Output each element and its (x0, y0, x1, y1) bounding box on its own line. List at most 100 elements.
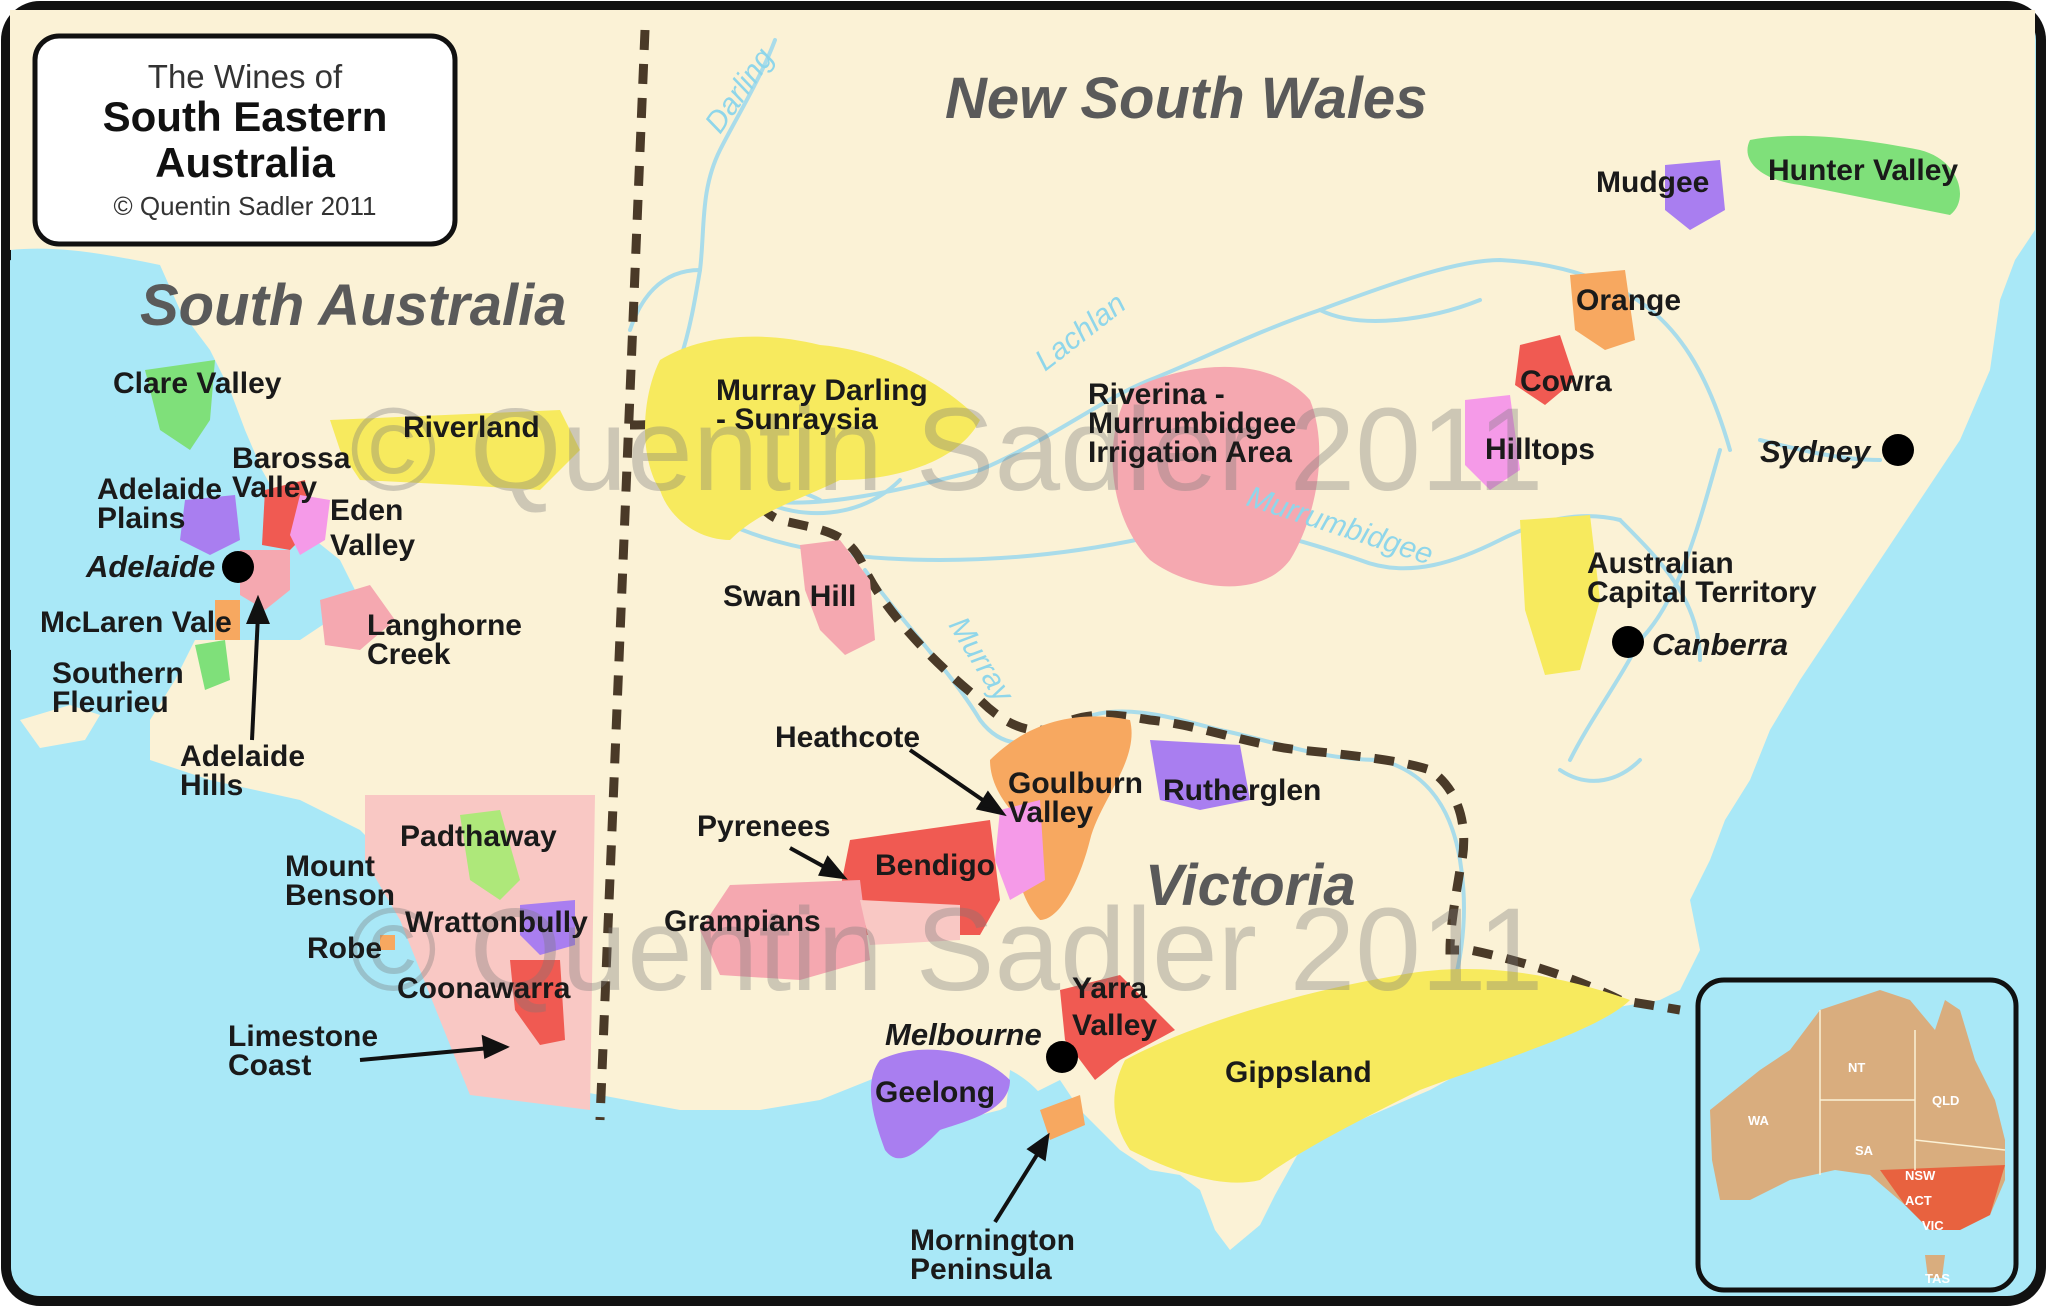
label-orange: Orange (1576, 284, 1681, 317)
label-padthaway: Padthaway (400, 820, 557, 853)
title-box: The Wines of South Eastern Australia © Q… (32, 33, 458, 247)
label-coonawarra: Coonawarra (397, 972, 571, 1005)
label-limestone-1: Limestone (228, 1020, 378, 1053)
label-gippsland: Gippsland (1225, 1056, 1372, 1089)
label-swan-hill: Swan Hill (723, 580, 856, 613)
region-heathcote (995, 800, 1045, 900)
title-line-1: The Wines of (148, 58, 343, 95)
city-label-adelaide: Adelaide (85, 549, 215, 584)
label-grampians: Grampians (664, 905, 821, 938)
inset-label-vic: VIC (1922, 1218, 1944, 1233)
label-mudgee: Mudgee (1596, 166, 1709, 199)
region-grampians (700, 880, 870, 980)
region-murray-darling (645, 336, 980, 540)
label-murray-darling-1: Murray Darling (716, 374, 928, 407)
region-mornington-peninsula (1040, 1095, 1085, 1140)
label-clare-valley: Clare Valley (113, 367, 282, 400)
region-robe (380, 935, 395, 950)
region-clare-valley (145, 360, 215, 450)
label-limestone-2: Coast (228, 1049, 311, 1082)
region-yarra-valley (1060, 975, 1175, 1080)
label-goulburn-2: Valley (1008, 796, 1093, 829)
region-southern-fleurieu (195, 640, 230, 690)
title-line-2: South Eastern (103, 93, 388, 140)
label-adelaide-hills-1: Adelaide (180, 740, 305, 773)
label-act-2: Capital Territory (1587, 576, 1817, 609)
label-riverina-2: Murrumbidgee (1088, 407, 1296, 440)
label-geelong: Geelong (875, 1076, 995, 1109)
region-hunter-valley (1747, 135, 1960, 215)
region-pyrenees (860, 900, 960, 945)
inset-label-act: ACT (1905, 1193, 1932, 1208)
inset-label-nsw: NSW (1905, 1168, 1936, 1183)
state-name-sa: South Australia (140, 273, 566, 338)
city-label-canberra: Canberra (1652, 627, 1788, 662)
watermark-top: © Quentin Sadler 2011 (350, 384, 1543, 516)
label-riverland: Riverland (403, 411, 540, 444)
regions-vic (700, 716, 1630, 1183)
city-label-melbourne: Melbourne (885, 1017, 1042, 1052)
label-mount-benson-1: Mount (285, 850, 375, 883)
region-riverina (1112, 366, 1320, 587)
label-yarra-2: Valley (1072, 1009, 1157, 1042)
label-pyrenees: Pyrenees (697, 810, 830, 843)
inset-label-wa: WA (1748, 1113, 1770, 1128)
region-mudgee (1665, 160, 1725, 230)
title-line-3: Australia (155, 139, 335, 186)
state-name-vic: Victoria (1145, 853, 1356, 918)
label-langhorne-2: Creek (367, 638, 451, 671)
label-eden-2: Valley (330, 529, 415, 562)
label-cowra: Cowra (1520, 365, 1612, 398)
region-orange (1570, 270, 1635, 350)
title-copyright: © Quentin Sadler 2011 (114, 191, 377, 221)
label-langhorne-1: Langhorne (367, 609, 522, 642)
region-padthaway (460, 810, 520, 900)
inset-se-states (1880, 1165, 2005, 1230)
label-eden-1: Eden (330, 494, 403, 527)
label-act-1: Australian (1587, 547, 1734, 580)
label-riverina-1: Riverina - (1088, 378, 1225, 411)
label-bendigo: Bendigo (875, 849, 995, 882)
region-langhorne-creek (320, 585, 395, 650)
label-wrattonbully: Wrattonbully (405, 906, 588, 939)
label-hilltops: Hilltops (1485, 433, 1595, 466)
region-mclaren-vale (215, 600, 240, 640)
region-adelaide-plains (180, 495, 240, 555)
island (20, 705, 100, 748)
region-gippsland (1114, 969, 1630, 1183)
region-cowra (1515, 335, 1575, 405)
label-riverina-3: Irrigation Area (1088, 436, 1292, 469)
label-adelaide-plains-1: Adelaide (97, 473, 222, 506)
label-barossa-1: Barossa (232, 442, 351, 475)
label-robe: Robe (307, 932, 382, 965)
state-name-nsw: New South Wales (945, 66, 1427, 131)
watermark-bottom: © Quentin Sadler 2011 (350, 884, 1543, 1016)
label-adelaide-hills-2: Hills (180, 769, 243, 802)
state-borders (595, 29, 1681, 1121)
city-dot-melbourne (1046, 1041, 1078, 1073)
inset-label-nt: NT (1848, 1060, 1865, 1075)
region-hilltops (1465, 395, 1520, 490)
label-southern-fleurieu-2: Fleurieu (52, 686, 169, 719)
inset-label-sa: SA (1855, 1143, 1874, 1158)
label-mclaren-vale: McLaren Vale (40, 606, 232, 639)
region-rutherglen (1150, 740, 1250, 810)
city-dot-canberra (1612, 626, 1644, 658)
label-hunter-valley: Hunter Valley (1768, 154, 1958, 187)
label-southern-fleurieu-1: Southern (52, 657, 184, 690)
region-eden-valley (290, 495, 330, 555)
region-act (1520, 515, 1600, 675)
region-swan-hill (800, 540, 875, 655)
label-barossa-2: Valley (232, 471, 317, 504)
inset-label-tas: TAS (1925, 1271, 1950, 1286)
label-adelaide-plains-2: Plains (97, 502, 185, 535)
city-label-sydney: Sydney (1760, 434, 1872, 469)
spencer-gulf (10, 260, 120, 650)
label-mornington-1: Mornington (910, 1224, 1075, 1257)
city-dot-adelaide (222, 551, 254, 583)
inset-tasmania (1925, 1255, 1945, 1278)
label-yarra-1: Yarra (1072, 972, 1147, 1005)
region-coonawarra (510, 960, 565, 1045)
region-wrattonbully (520, 900, 575, 955)
